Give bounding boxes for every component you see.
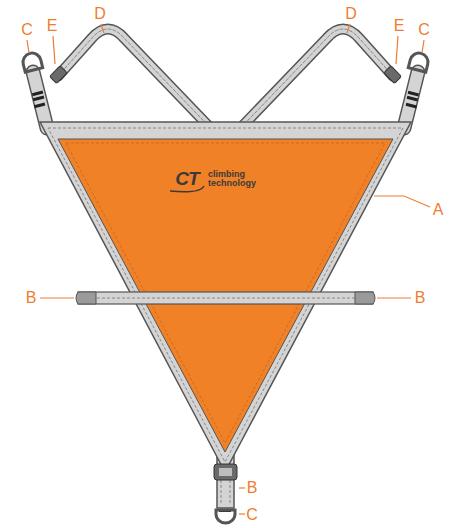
brand-logo: CT: [175, 170, 198, 188]
part-letter: B: [415, 289, 426, 307]
part-letter: B: [247, 479, 258, 497]
brand-name: climbing technology: [208, 170, 256, 188]
part-letter: A: [433, 201, 444, 219]
part-letter: B: [26, 289, 37, 307]
part-letter: C: [246, 506, 258, 524]
part-letter: C: [21, 21, 33, 39]
part-letter: C: [418, 21, 430, 39]
part-letter: E: [47, 17, 58, 35]
part-letter: E: [394, 17, 405, 35]
part-letter: D: [345, 5, 357, 23]
part-letter: D: [94, 5, 106, 23]
